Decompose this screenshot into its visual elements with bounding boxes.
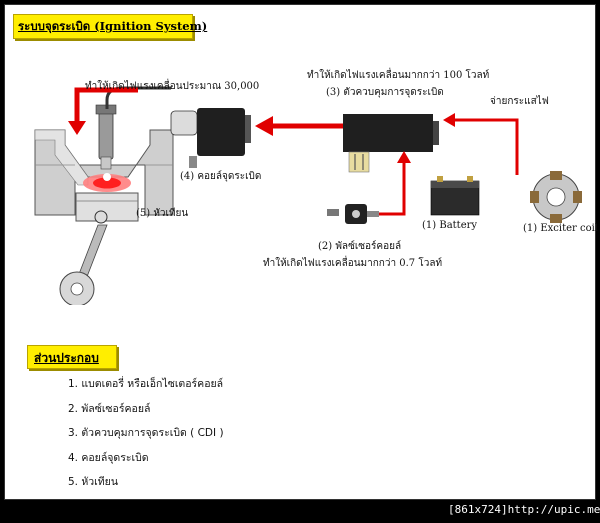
image-host-footer: [861x724]http://upic.me/ [448,503,600,516]
piston [59,192,139,305]
label-pulser-coil: (2) พัลซ์เซอร์คอยล์ [318,241,402,252]
label-voltage-30000: ทำให้เกิดไฟแรงเคลื่อนประมาณ 30,000 [85,81,260,92]
cdi-unit-icon [343,114,439,173]
label-cdi: (3) ตัวควบคุมการจุดระเบิด [326,87,444,98]
parts-heading-banner: ส่วนประกอบ [27,345,117,369]
parts-list-item: 5. หัวเทียน [68,476,119,488]
label-exciter-coil: (1) Exciter coil [523,223,598,234]
parts-list: 1. แบตเตอรี่ หรือเอ็กไซเตอร์คอยล์ 2. พัล… [68,375,224,498]
battery-icon [430,176,480,216]
parts-list-item: 4. คอยล์จุดระเบิด [68,451,149,464]
parts-heading: ส่วนประกอบ [34,351,99,365]
label-battery: (1) Battery [422,220,478,231]
label-voltage-07: ทำให้เกิดไฟแรงเคลื่อนมากกว่า 0.7 โวลท์ [263,258,443,269]
label-ignition-coil: (4) คอยล์จุดระเบิด [180,171,262,182]
label-spark-plug: (5) หัวเทียน [136,208,189,219]
ignition-diagram [34,86,582,305]
label-voltage-100: ทำให้เกิดไฟแรงเคลื่อนมากกว่า 100 โวลท์ [307,70,490,81]
title-banner: ระบบจุดระเบิด (Ignition System) [13,14,207,39]
pulser-coil-icon [327,204,379,224]
parts-list-item: 1. แบตเตอรี่ หรือเอ็กไซเตอร์คอยล์ [68,378,224,390]
diagram-frame: ระบบจุดระเบิด (Ignition System) [4,4,598,500]
label-power-supply: จ่ายกระแสไฟ [490,96,549,107]
ignition-coil-icon [170,108,251,168]
parts-list-item: 3. ตัวควบคุมการจุดระเบิด ( CDI ) [68,427,224,439]
parts-list-item: 2. พัลซ์เซอร์คอยล์ [68,402,151,415]
page-title: ระบบจุดระเบิด (Ignition System) [18,19,208,33]
engine-cylinder [34,129,174,216]
signal-arrows [68,87,519,216]
exciter-coil-icon [530,171,582,223]
